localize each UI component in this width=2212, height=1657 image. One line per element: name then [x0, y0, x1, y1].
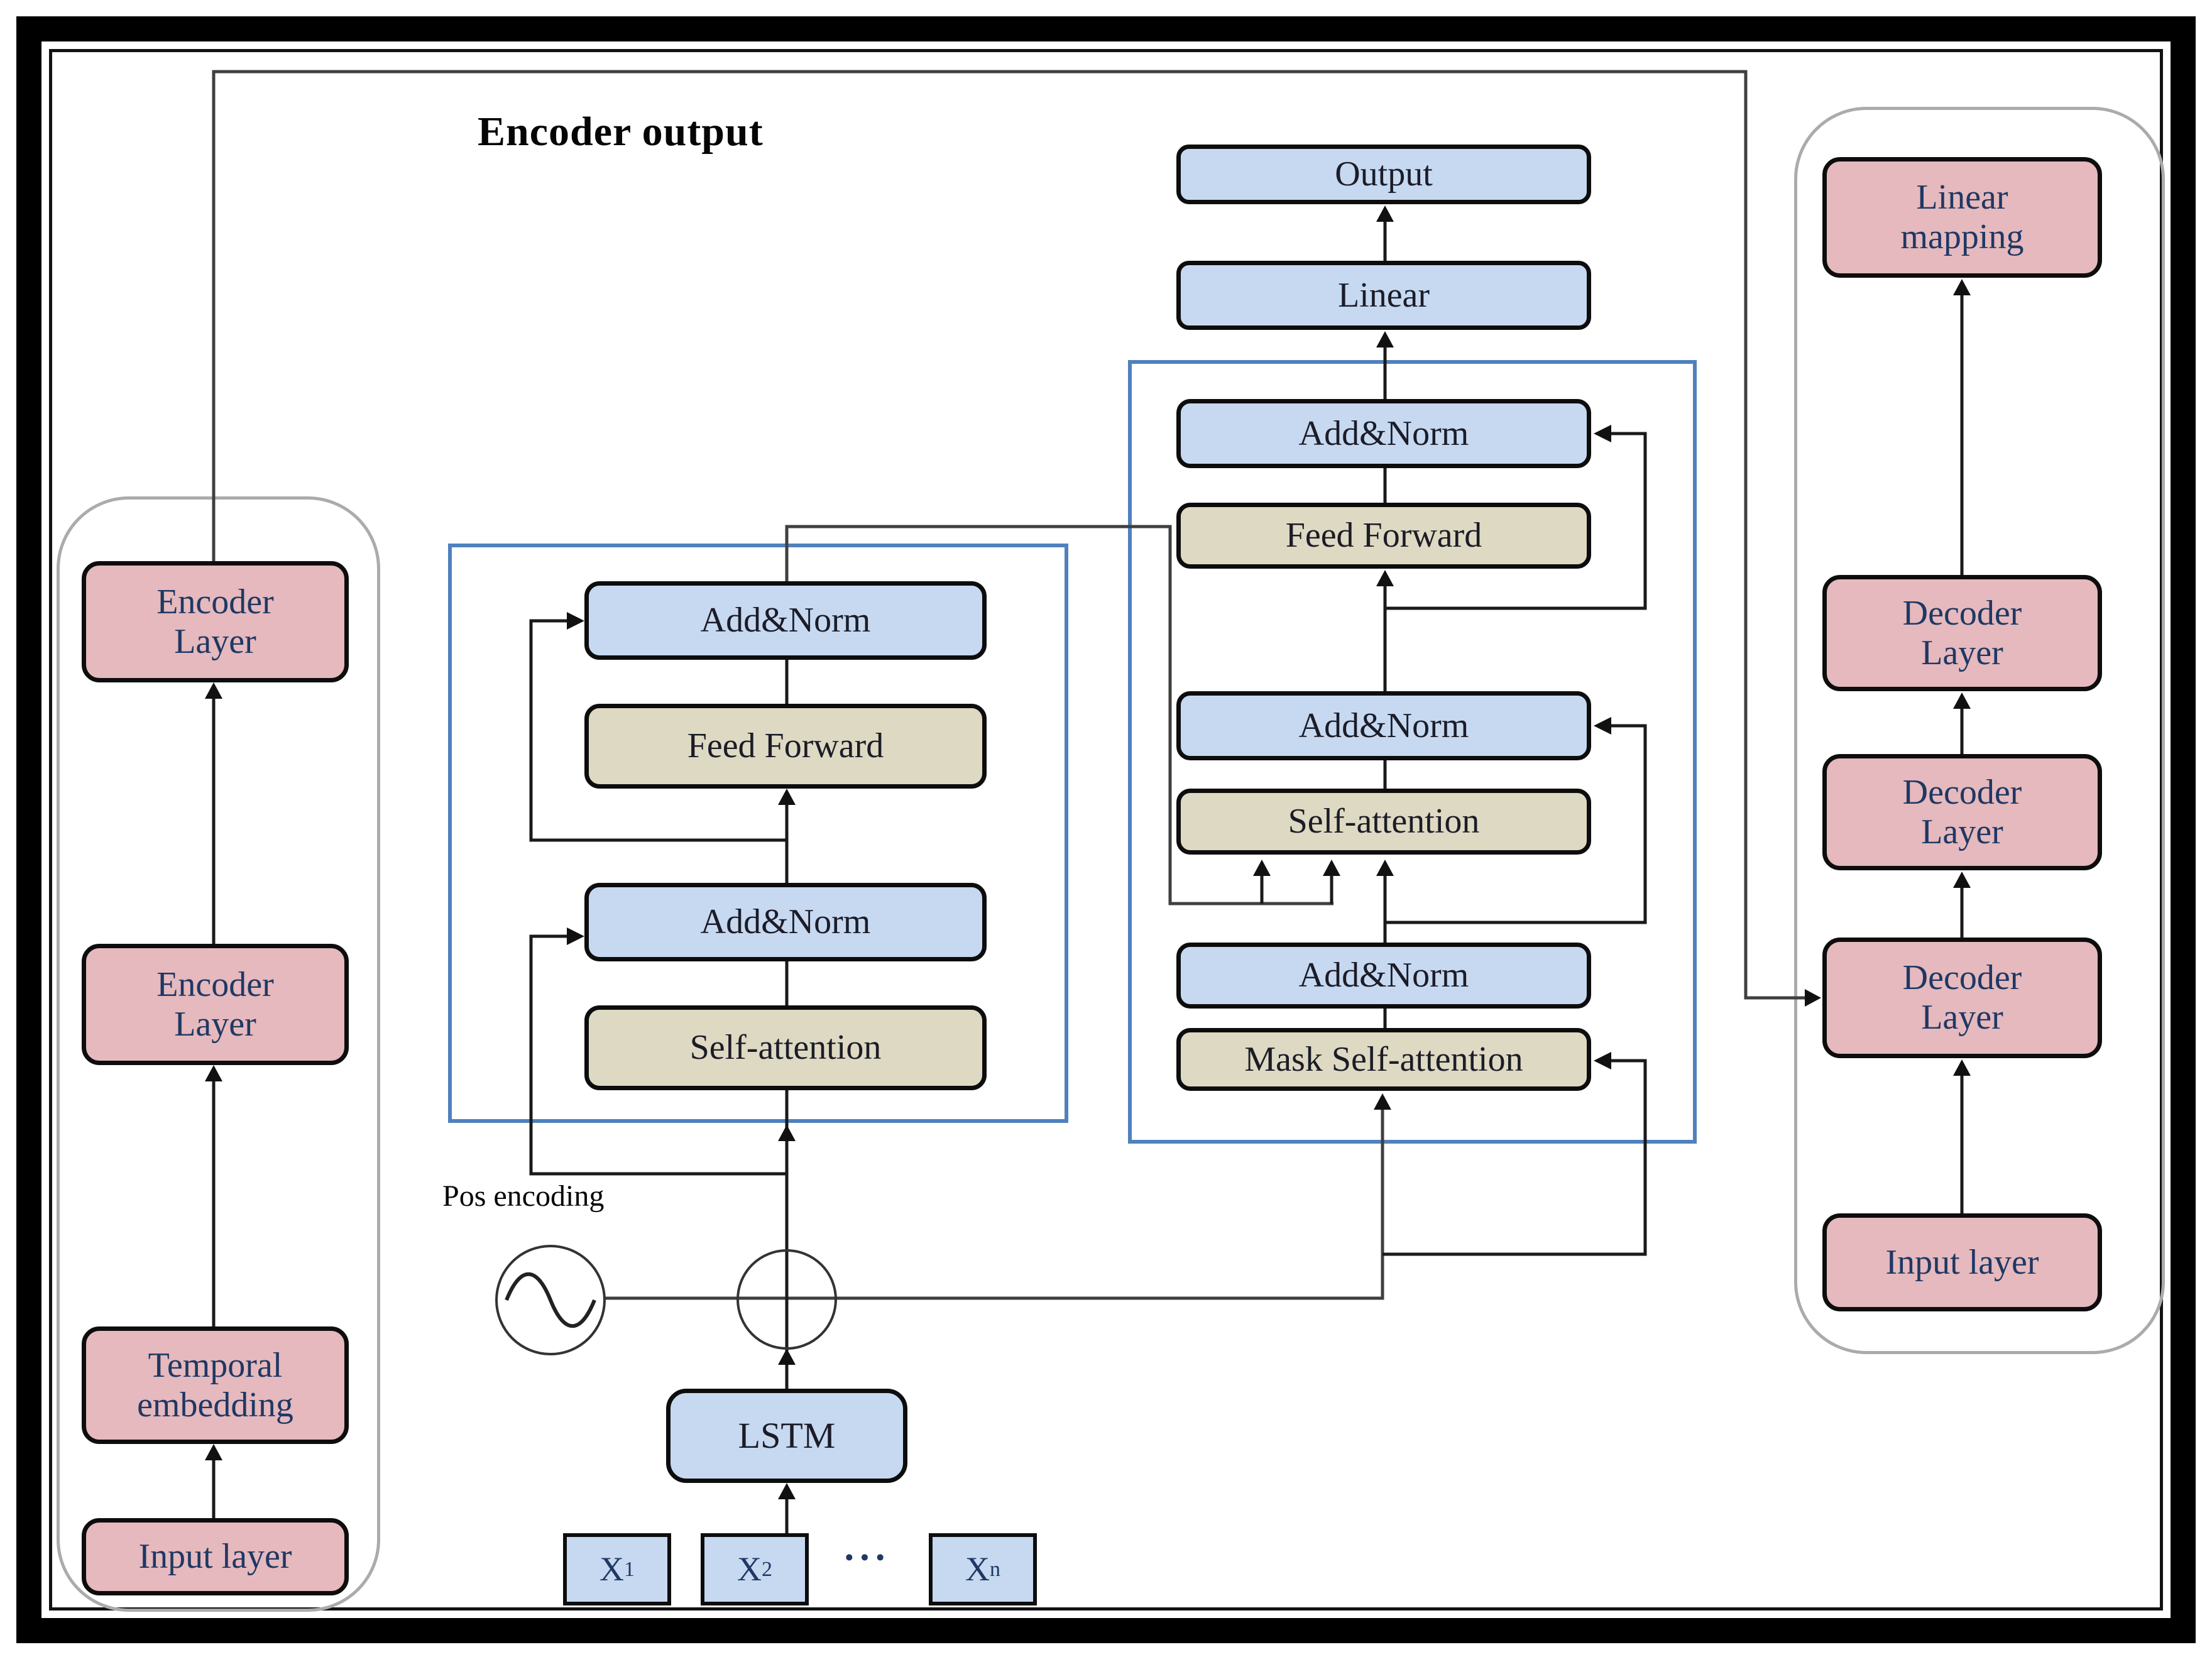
output-box: Output [1176, 145, 1591, 204]
pos-encoding-label: Pos encoding [442, 1179, 605, 1213]
decoder-self-attention-box: Self-attention [1176, 789, 1591, 855]
ellipsis-label: ··· [842, 1536, 890, 1579]
encoder-feed-forward-box: Feed Forward [584, 704, 987, 789]
decoder-feed-forward-box: Feed Forward [1176, 503, 1591, 569]
decoder-add-norm-mid-box: Add&Norm [1176, 691, 1591, 760]
encoder-self-attention-box: Self-attention [584, 1005, 987, 1090]
mask-self-attention-box: Mask Self-attention [1176, 1028, 1591, 1091]
input-layer-right-box: Input layer [1822, 1213, 2102, 1311]
decoder-add-norm-bottom-box: Add&Norm [1176, 943, 1591, 1009]
x1-label: X [600, 1550, 624, 1589]
linear-box: Linear [1176, 261, 1591, 330]
encoder-add-norm-bottom-box: Add&Norm [584, 883, 987, 961]
linear-mapping-box: Linear mapping [1822, 157, 2102, 278]
decoder-layer-1-box: Decoder Layer [1822, 575, 2102, 691]
temporal-embedding-box: Temporal embedding [82, 1326, 349, 1444]
lstm-box: LSTM [666, 1389, 907, 1483]
decoder-stack-container [1794, 107, 2165, 1354]
outer-frame [16, 16, 2196, 1643]
encoder-add-norm-top-box: Add&Norm [584, 581, 987, 660]
x2-label: X [737, 1550, 762, 1589]
decoder-layer-2-box: Decoder Layer [1822, 754, 2102, 870]
inner-frame [49, 49, 2163, 1611]
encoder-layer-2-box: Encoder Layer [82, 944, 349, 1065]
encoder-layer-1-box: Encoder Layer [82, 561, 349, 682]
encoder-output-label: Encoder output [478, 109, 764, 155]
decoder-add-norm-top-box: Add&Norm [1176, 399, 1591, 468]
xn-label: X [965, 1550, 990, 1589]
input-layer-left-box: Input layer [82, 1518, 349, 1595]
decoder-layer-3-box: Decoder Layer [1822, 938, 2102, 1058]
